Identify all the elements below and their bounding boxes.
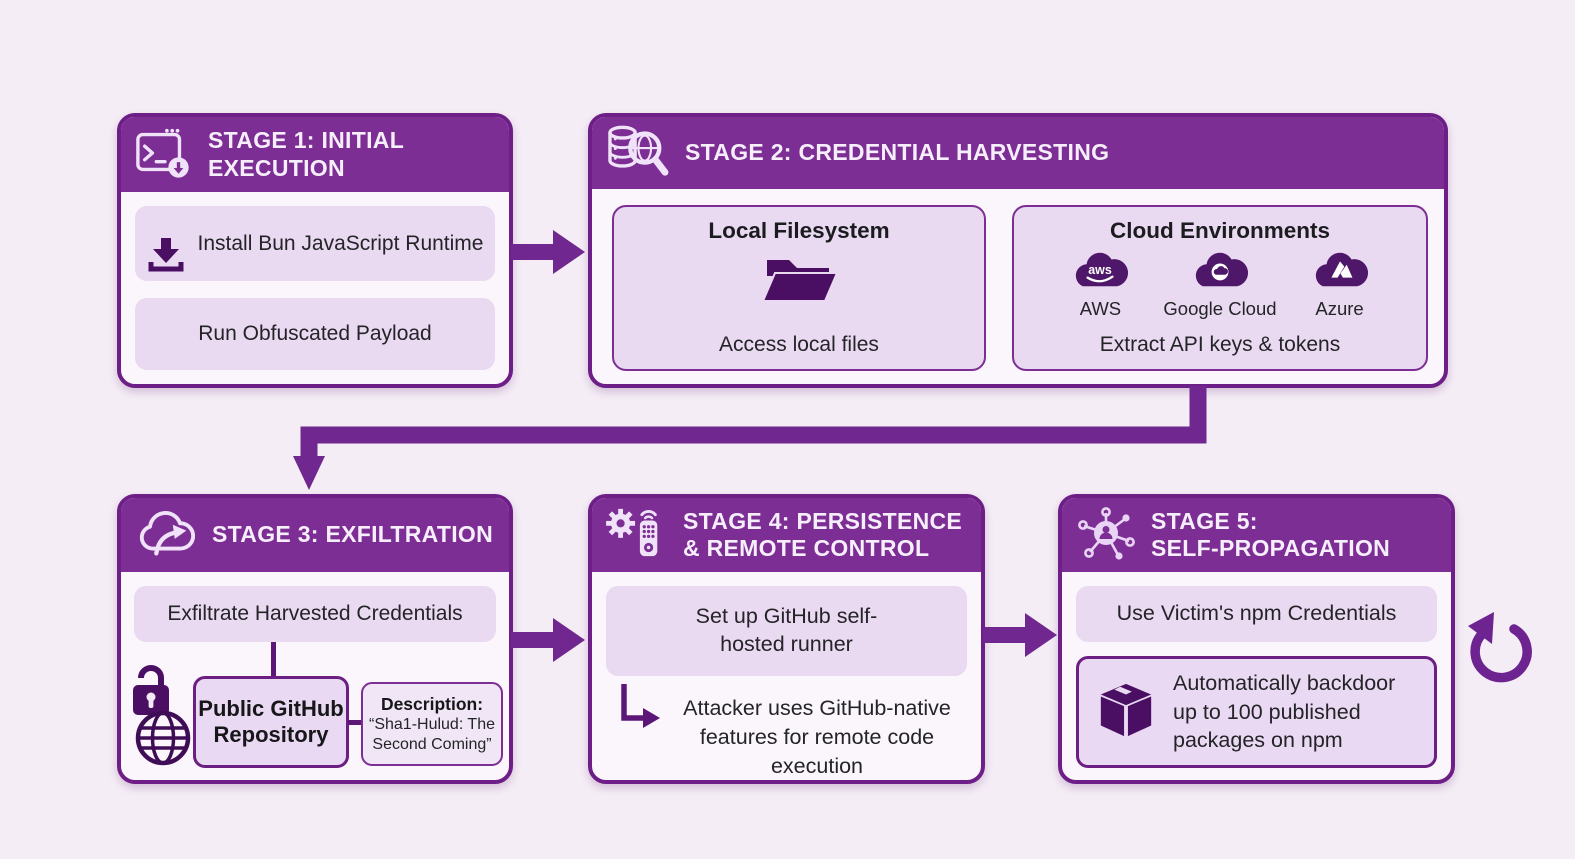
stage5-header: STAGE 5: SELF-PROPAGATION bbox=[1062, 498, 1451, 572]
stage1-header: STAGE 1: INITIAL EXECUTION bbox=[121, 117, 509, 192]
stage2-card: STAGE 2: CREDENTIAL HARVESTING Local Fil… bbox=[588, 113, 1448, 388]
local-filesystem-title: Local Filesystem bbox=[708, 218, 890, 243]
lock-globe-icon bbox=[121, 658, 193, 773]
cloud-environments-panel: Cloud Environments aws AWS bbox=[1012, 205, 1428, 371]
stage5-item-credentials: Use Victim's npm Credentials bbox=[1076, 586, 1437, 642]
stage5-backdoor-box: Automatically backdoor up to 100 publish… bbox=[1076, 656, 1437, 768]
provider-google-cloud: Google Cloud bbox=[1163, 248, 1277, 320]
stage3-desc-connector bbox=[348, 720, 362, 725]
stage3-card: STAGE 3: EXFILTRATION Exfiltrate Harvest… bbox=[117, 494, 513, 784]
gear-remote-icon bbox=[606, 505, 668, 566]
stage3-title: STAGE 3: EXFILTRATION bbox=[212, 521, 494, 548]
stage3-connector-line bbox=[271, 642, 276, 678]
stage5-note: Automatically backdoor up to 100 publish… bbox=[1173, 671, 1396, 753]
stage4-item-runner: Set up GitHub self- hosted runner bbox=[606, 586, 967, 676]
cloud-exfil-arrow-icon bbox=[135, 507, 197, 564]
stage1-item-payload: Run Obfuscated Payload bbox=[135, 298, 495, 370]
database-search-icon bbox=[606, 122, 670, 185]
aws-cloud-icon: aws bbox=[1067, 248, 1133, 297]
arrow-stage1-to-stage2 bbox=[511, 223, 587, 286]
stage2-title: STAGE 2: CREDENTIAL HARVESTING bbox=[685, 139, 1110, 166]
arrow-stage3-to-stage4 bbox=[511, 611, 587, 674]
stage4-card: STAGE 4: PERSISTENCE & REMOTE CONTROL Se… bbox=[588, 494, 985, 784]
stage1-item-payload-label: Run Obfuscated Payload bbox=[198, 322, 432, 346]
description-box: Description: “Sha1-Hulud: The Second Com… bbox=[361, 682, 503, 766]
provider-aws-label: AWS bbox=[1079, 298, 1122, 319]
elbow-arrow-icon bbox=[618, 684, 662, 741]
provider-google-cloud-label: Google Cloud bbox=[1163, 298, 1277, 319]
arrow-stage4-to-stage5 bbox=[983, 606, 1059, 669]
stage3-header: STAGE 3: EXFILTRATION bbox=[121, 498, 509, 572]
terminal-download-icon bbox=[135, 125, 193, 184]
local-filesystem-panel: Local Filesystem Access local files bbox=[612, 205, 986, 371]
folder-icon bbox=[759, 248, 839, 311]
provider-azure: Azure bbox=[1307, 248, 1373, 320]
stage3-item-exfiltrate: Exfiltrate Harvested Credentials bbox=[134, 586, 496, 642]
stage1-item-install: Install Bun JavaScript Runtime bbox=[135, 206, 495, 281]
package-icon bbox=[1095, 680, 1157, 745]
stage2-header: STAGE 2: CREDENTIAL HARVESTING bbox=[592, 117, 1444, 189]
azure-cloud-icon bbox=[1307, 248, 1373, 297]
provider-azure-label: Azure bbox=[1315, 298, 1364, 319]
google-cloud-icon bbox=[1187, 248, 1253, 297]
stage4-title: STAGE 4: PERSISTENCE & REMOTE CONTROL bbox=[683, 507, 963, 561]
svg-text:aws: aws bbox=[1089, 263, 1113, 277]
stage5-item-credentials-label: Use Victim's npm Credentials bbox=[1116, 601, 1397, 626]
provider-aws: aws AWS bbox=[1067, 248, 1133, 320]
stage1-card: STAGE 1: INITIAL EXECUTION Install Bun J… bbox=[117, 113, 513, 388]
stage1-title: STAGE 1: INITIAL EXECUTION bbox=[208, 127, 405, 181]
public-github-repository-box: Public GitHub Repository bbox=[193, 676, 349, 768]
stage4-header: STAGE 4: PERSISTENCE & REMOTE CONTROL bbox=[592, 498, 981, 572]
download-icon bbox=[147, 208, 185, 279]
stage1-item-install-label: Install Bun JavaScript Runtime bbox=[197, 231, 484, 255]
stage5-title: STAGE 5: SELF-PROPAGATION bbox=[1151, 507, 1391, 561]
stage4-item-runner-label: Set up GitHub self- hosted runner bbox=[695, 604, 878, 656]
local-filesystem-caption: Access local files bbox=[719, 333, 879, 356]
description-label: Description: bbox=[380, 693, 484, 714]
cloud-environments-caption: Extract API keys & tokens bbox=[1099, 333, 1341, 356]
cloud-providers-row: aws AWS bbox=[1067, 248, 1372, 320]
description-text: “Sha1-Hulud: The Second Coming” bbox=[369, 715, 495, 753]
connector-stage2-to-stage3 bbox=[293, 386, 1213, 503]
network-propagation-icon bbox=[1076, 505, 1136, 566]
stage4-note: Attacker uses GitHub-native features for… bbox=[683, 696, 951, 779]
stage3-item-exfiltrate-label: Exfiltrate Harvested Credentials bbox=[167, 602, 463, 626]
stage5-card: STAGE 5: SELF-PROPAGATION Use Victim's n… bbox=[1058, 494, 1455, 784]
cloud-environments-title: Cloud Environments bbox=[1109, 218, 1330, 243]
repeat-cycle-icon bbox=[1460, 598, 1536, 703]
